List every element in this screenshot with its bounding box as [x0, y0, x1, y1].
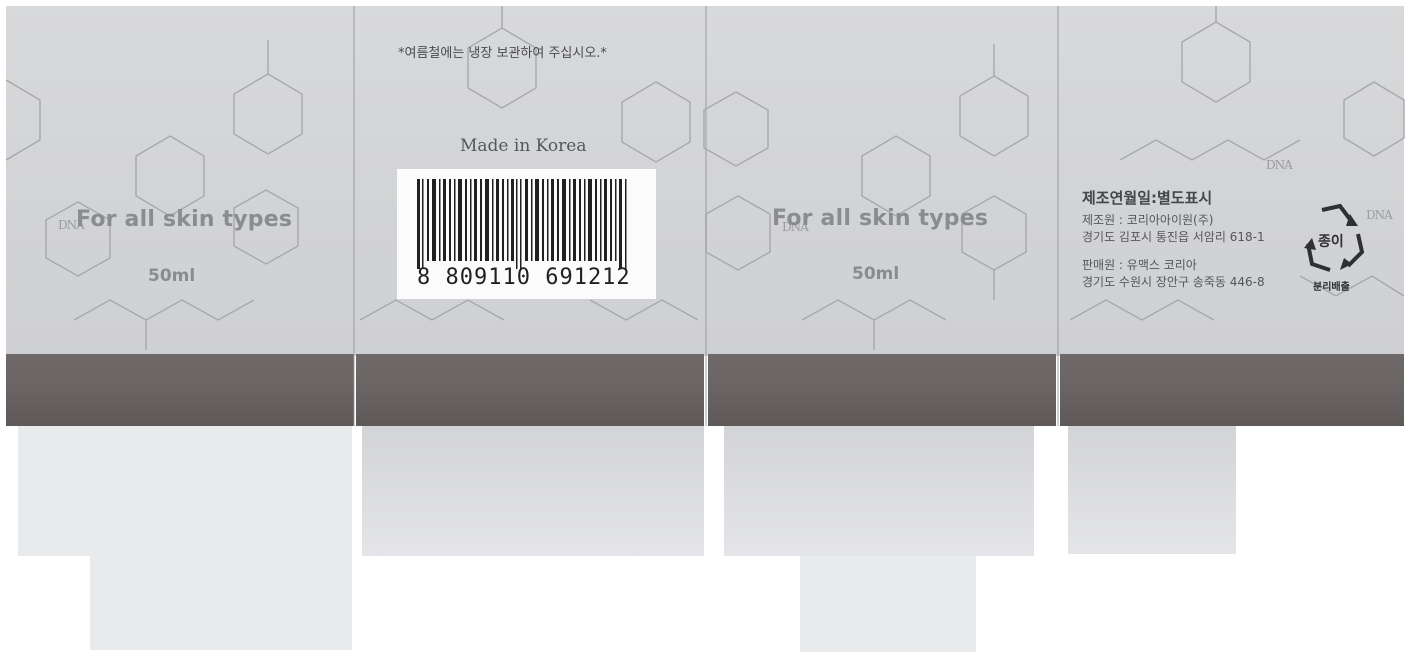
recycle-caption: 분리배출 — [1313, 282, 1350, 293]
dna-logo-4b: DNA — [1366, 208, 1393, 222]
bottom-flap-4 — [1068, 426, 1236, 554]
barcode-bars — [417, 179, 627, 275]
fold-line-2 — [705, 6, 707, 426]
made-in-korea: Made in Korea — [460, 136, 587, 156]
seller-address: 경기도 수원시 장안구 송죽동 446-8 — [1082, 275, 1265, 289]
manufacturer-address: 경기도 김포시 통진읍 서암리 618-1 — [1082, 230, 1265, 244]
recycle-label: 종이 — [1318, 234, 1344, 250]
dna-logo-3: DNA — [782, 220, 809, 234]
volume-text-3: 50ml — [852, 264, 900, 284]
skin-type-text-1: For all skin types — [76, 207, 293, 232]
box-panel-3 — [706, 6, 1058, 356]
bottom-flap-1 — [18, 426, 352, 556]
recycle-icon — [1304, 203, 1365, 272]
brown-stripe-4 — [1060, 354, 1404, 426]
barcode-number: 8 809110 691212 — [417, 265, 631, 290]
box-panel-4 — [1058, 6, 1404, 356]
storage-notice: *여름철에는 냉장 보관하여 주십시오.* — [398, 46, 607, 61]
dna-logo-4a: DNA — [1266, 158, 1293, 172]
skin-type-text-3: For all skin types — [772, 206, 989, 231]
volume-text-1: 50ml — [148, 266, 196, 286]
dna-logo-1: DNA — [58, 218, 85, 232]
manufacture-date: 제조연월일:별도표시 — [1082, 189, 1213, 207]
bottom-flap-3 — [724, 426, 1034, 556]
brown-stripe-1 — [6, 354, 354, 426]
brown-stripe-3 — [708, 354, 1056, 426]
bottom-flap-3-tab — [800, 556, 976, 652]
bottom-flap-2 — [362, 426, 704, 556]
brown-stripe-2 — [356, 354, 704, 426]
fold-line-3 — [1057, 6, 1059, 426]
barcode: 8 809110 691212 — [397, 169, 656, 299]
bottom-flap-1-tab — [90, 556, 352, 650]
seller-name: 판매원 : 유맥스 코리아 — [1082, 258, 1197, 272]
box-panel-1 — [6, 6, 354, 356]
manufacturer-name: 제조원 : 코리아아이원(주) — [1082, 213, 1214, 227]
fold-line-1 — [353, 6, 355, 426]
